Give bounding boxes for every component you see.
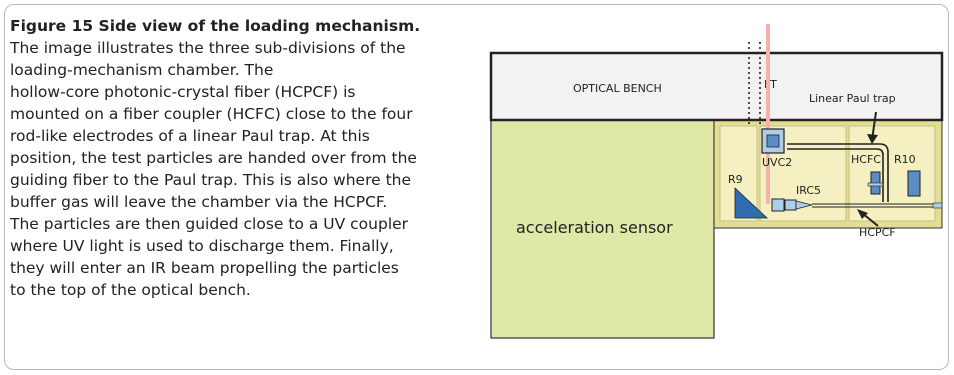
caption-line: position, the test particles are handed … bbox=[10, 149, 417, 167]
optical-bench-label: OPTICAL BENCH bbox=[573, 82, 662, 95]
optical-bench bbox=[489, 51, 944, 122]
hcfc-mount bbox=[867, 182, 884, 187]
caption-line: buffer gas will leave the chamber via th… bbox=[10, 193, 388, 211]
caption-line: The image illustrates the three sub-divi… bbox=[10, 39, 406, 57]
r9-mirror bbox=[734, 187, 769, 219]
figure-caption: Figure 15 Side view of the loading mecha… bbox=[10, 15, 460, 301]
irc5-connector bbox=[784, 199, 797, 211]
caption-line: loading-mechanism chamber. The bbox=[10, 61, 274, 79]
loading-mechanism-diagram: acceleration sensor OPTICAL BENCH FT Lin… bbox=[489, 24, 944, 339]
r10-label: R10 bbox=[894, 153, 916, 166]
paul-trap-pointer-head bbox=[867, 134, 878, 144]
uvc2-coupler-core bbox=[766, 134, 780, 148]
chamber-section-right bbox=[848, 125, 936, 222]
r10-component bbox=[907, 170, 921, 197]
caption-line: to the top of the optical bench. bbox=[10, 281, 251, 299]
irc5-taper bbox=[795, 200, 813, 210]
acceleration-sensor-label: acceleration sensor bbox=[516, 218, 673, 237]
linear-paul-trap-label: Linear Paul trap bbox=[809, 92, 896, 105]
irc5-label: IRC5 bbox=[796, 184, 821, 197]
r9-label: R9 bbox=[728, 173, 743, 186]
irc5-coupler bbox=[771, 198, 785, 212]
caption-line: hollow-core photonic-crystal fiber (HCPC… bbox=[10, 83, 356, 101]
caption-line: The particles are then guided close to a… bbox=[10, 215, 409, 233]
caption-line: where UV light is used to discharge them… bbox=[10, 237, 394, 255]
caption-line: mounted on a fiber coupler (HCFC) close … bbox=[10, 105, 413, 123]
paul-trap-rod-inner bbox=[787, 148, 884, 202]
hcfc-label: HCFC bbox=[851, 153, 881, 166]
paul-trap-rod-outer bbox=[787, 143, 889, 202]
ft-label: FT bbox=[764, 78, 777, 91]
fiber-exit-stub bbox=[932, 202, 943, 209]
uvc2-label: UVC2 bbox=[762, 156, 792, 169]
hcpcf-pointer-head bbox=[857, 209, 868, 219]
laser-beam-vertical bbox=[766, 24, 770, 204]
acceleration-sensor-box bbox=[490, 119, 715, 339]
caption-title: Figure 15 Side view of the loading mecha… bbox=[10, 17, 421, 35]
caption-line: they will enter an IR beam propelling th… bbox=[10, 259, 399, 277]
hcpcf-label: HCPCF bbox=[859, 226, 896, 239]
caption-line: rod-like electrodes of a linear Paul tra… bbox=[10, 127, 370, 145]
caption-line: guiding fiber to the Paul trap. This is … bbox=[10, 171, 412, 189]
